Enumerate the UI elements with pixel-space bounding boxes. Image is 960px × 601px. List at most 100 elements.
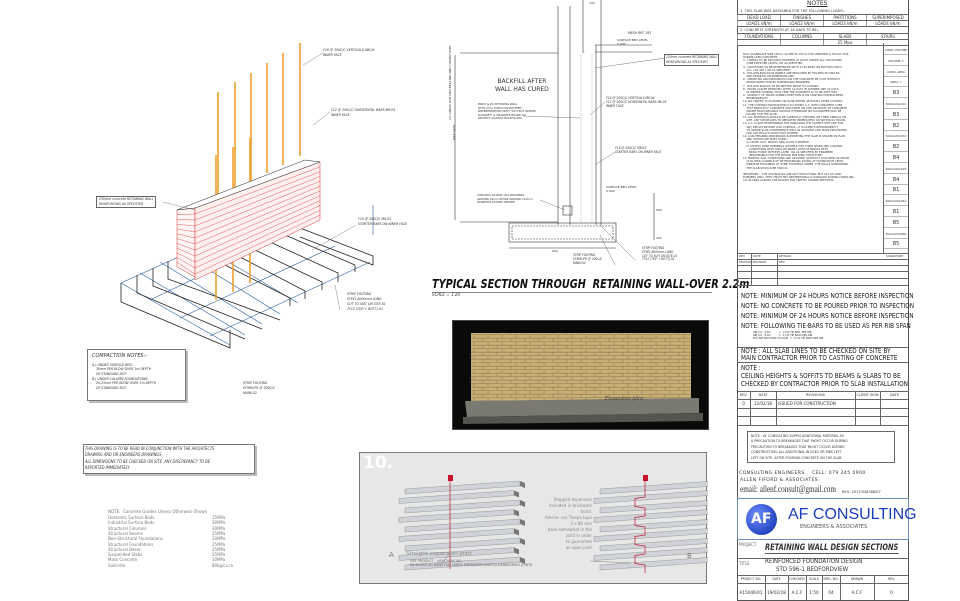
- dim-600: 600: [656, 208, 662, 212]
- company-line1: CONSULTING ENGINEERS CELL: 079 245 0900: [739, 471, 866, 476]
- inspection-note-4: NOTE: FOLLOWING TIE-BARS TO BE USED AS P…: [741, 322, 911, 330]
- section-strip-note: STRIP FOOTING STEEL-6000mm LONG CUT TO S…: [642, 246, 678, 262]
- info-header: CHECKED: [789, 577, 805, 581]
- brick-course: [176, 252, 196, 263]
- grade-item: Structural Bases: [108, 546, 141, 552]
- block-schedule-cell: B1: [884, 185, 908, 196]
- grade-value: 25MPa: [212, 515, 226, 520]
- section-side-note: 2m AREAS WITH BACKFILLING AND COMPACTION: [448, 46, 452, 120]
- backfill-label: BACKFILL AFTER WALL HAS CURED: [495, 78, 549, 93]
- joint-marker: [643, 475, 648, 481]
- notes-table-cell: LOAD3 kN/m: [823, 21, 866, 27]
- info-header: SCALE: [808, 577, 820, 581]
- iso-leader-lines: [162, 52, 357, 311]
- brick-end: [520, 500, 525, 507]
- brick-course: [599, 557, 708, 571]
- brick-course: [176, 243, 196, 251]
- section-stirrups-note: STRIP FOOTING STIRRUPS @ 200C/C MARK-02: [573, 253, 603, 265]
- compaction-title: COMPACTION NOTES:-: [92, 353, 148, 359]
- concrete-grades: NOTE: Concrete Grades Unless Otherwise S…: [108, 509, 260, 571]
- grade-item: Suspended Slabs: [108, 552, 143, 558]
- grade-value: 80kg/cu.m.: [212, 562, 235, 568]
- section-brick-note: BRICK & RC RETAINING WALL WITH 4mm TORCH…: [478, 102, 536, 120]
- brick-course: [176, 257, 196, 269]
- stepped-joint-line: [634, 481, 646, 573]
- brick-course: [194, 200, 321, 257]
- iso-label-horizontals: Y12 @ 200C/C HORIZONTAL BARS-MK-05 INNER…: [331, 108, 396, 117]
- notes-table-cell: [737, 40, 780, 46]
- iso-label-wall: 230mm concrete RETAINING WALL REINFORCIN…: [96, 196, 157, 208]
- revision-header: DATE: [889, 393, 900, 397]
- ceiling-note: NOTE : CEILING HEIGHTS & SOFFITS TO BEAM…: [741, 364, 908, 388]
- brick-course: [599, 500, 708, 514]
- brick-course: [593, 547, 708, 561]
- revision-header: CLIENT SIGN: [856, 393, 879, 397]
- dim-400: 400: [656, 236, 662, 240]
- info-value: A.C.F: [791, 590, 803, 595]
- notes-table-cell: LOAD4 kN/m: [866, 21, 909, 27]
- brick-course: [599, 538, 708, 552]
- block-schedule-cell: 500x220x150: [884, 131, 908, 142]
- iso-label-stirrups: STRIP FOOTING STIRRUPS @ 200C/C MARK-02: [243, 381, 276, 395]
- notes-line1: 1. THIS SLAB WAS DESIGNED FOR THE FOLLOW…: [740, 9, 846, 13]
- rev-cell: REVISION: [753, 260, 767, 264]
- block-schedule-cell: B1: [884, 207, 908, 217]
- brick-course: [194, 171, 321, 221]
- brick-end: [514, 528, 519, 536]
- brick-course: [194, 195, 321, 251]
- inspection-note-3: NOTE: MINIMUM OF 24 HOURS NOTICE BEFORE …: [741, 312, 914, 320]
- dim-230: 230: [589, 1, 595, 5]
- photo-caption: Expansion Joint: [605, 396, 644, 402]
- block-schedule-cell: B3: [884, 88, 908, 99]
- section-verticals: Y16 @ 200C/C VERTICALS-MK-04 Y12 @ 200C/…: [606, 96, 667, 108]
- brick-end: [520, 538, 525, 545]
- notes-table-cell: PARTITIONS: [823, 15, 866, 21]
- block-schedule-cell: B2: [884, 142, 908, 153]
- brick-course: [599, 519, 708, 533]
- notes-table-cell: [866, 40, 909, 46]
- af-note-box: NOTE : AF CONSULTING SUPPLY ADDITIONAL M…: [747, 431, 895, 463]
- block-schedule-cell: B3: [884, 110, 908, 120]
- logo-af: AF: [751, 511, 772, 527]
- notes-table-cell: 25 Mpa: [823, 40, 866, 46]
- expansion-joint-illustration: 10. A B Straight expansion joint USE PRO…: [359, 452, 708, 584]
- rev-header: DETAILS: [779, 254, 792, 258]
- notes-table-cell: DEAD LOAD: [737, 15, 780, 21]
- brick-course: [176, 238, 196, 245]
- block-schedule-cell: CONC AREA: [884, 67, 908, 77]
- brick-course: [599, 481, 708, 495]
- company-email[interactable]: email: allenf.consult@gmail.com: [740, 484, 837, 494]
- rev-header: REV: [739, 254, 746, 258]
- revision-date: 12/02/18: [754, 401, 772, 406]
- brick-end: [514, 547, 519, 555]
- info-value: 0: [890, 590, 893, 595]
- brick-wall-photo: [463, 333, 703, 424]
- info-header: REV.: [887, 577, 895, 581]
- logo-name: AF CONSULTING: [788, 506, 917, 523]
- rev-cell: REVISION: [739, 260, 753, 264]
- grade-value: 25MPa: [212, 541, 226, 547]
- grade-value: 25MPa: [212, 530, 226, 536]
- block-schedule-cell: B5: [884, 218, 908, 228]
- grade-item: Structural Beams: [108, 530, 143, 536]
- af-note: NOTE : AF CONSULTING SUPPLY ADDITIONAL M…: [751, 434, 848, 460]
- notes-table-cell: FOUNDATIONS: [737, 34, 780, 40]
- grade-item: Soilcrete: [108, 562, 126, 568]
- logo-emblem: AF: [746, 504, 777, 535]
- grade-value: 20MPa: [212, 536, 226, 542]
- notes-table-cell: LOAD2 kN/m: [780, 21, 823, 27]
- notes-table-cell: FINISHES: [780, 15, 823, 21]
- brick-course: [194, 166, 321, 215]
- slab-lines-note: NOTE : ALL SLAB LINES TO BE CHECKED ON S…: [741, 347, 898, 362]
- expansion-joint-photo: Expansion Joint: [452, 320, 709, 430]
- read-note: THIS DRAWING IS TO BE READ IN CONJUNCTIO…: [85, 446, 215, 470]
- notes-table-cell: SLABS: [823, 34, 866, 40]
- notes-table-cell: STAIRS: [866, 34, 909, 40]
- brick-end: [520, 481, 525, 488]
- info-value: 19/02/18: [767, 590, 786, 595]
- grade-value: 25MPa: [212, 546, 226, 552]
- notes-table-cell: [780, 40, 823, 46]
- company-line2: ALLEN FIFORD & ASSOCIATES: [740, 478, 819, 483]
- surface-bed-label-2: SURFACE BED LEVEL 0.000: [606, 185, 637, 193]
- block-schedule-cell: 500x220x195: [884, 164, 908, 174]
